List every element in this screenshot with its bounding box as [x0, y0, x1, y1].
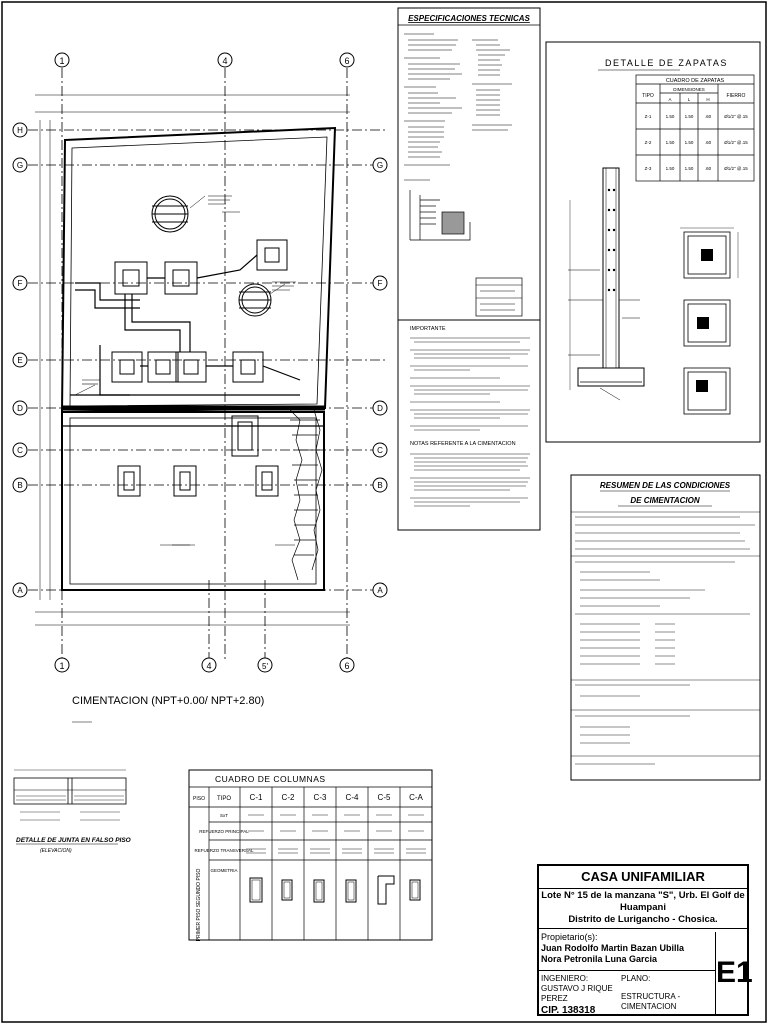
grid-number: 6 [344, 661, 349, 671]
column-type: C-2 [282, 793, 295, 802]
column-row-label: SxT [220, 813, 228, 818]
specs-title: ESPECIFICACIONES TECNICAS [408, 14, 530, 23]
grid-number: 1 [59, 661, 64, 671]
grid-letter: C [377, 446, 383, 455]
columnas-side-label: PRIMER PISO SEGUNDO PISO [196, 868, 202, 941]
grid-number: 5' [262, 662, 268, 671]
grid-number: 4 [206, 661, 211, 671]
zapata-l: 1.50 [685, 166, 694, 171]
resumen-title: DE CIMENTACION [630, 496, 699, 505]
owner-name: Juan Rodolfo Martin Bazan Ubilla [541, 943, 685, 953]
junta-title: DETALLE DE JUNTA EN FALSO PISO [16, 837, 131, 844]
grid-number: 4 [222, 56, 227, 66]
owner-name: Nora Petronila Luna Garcia [541, 954, 658, 964]
project-title: CASA UNIFAMILIAR [539, 866, 747, 889]
zapatas-title: DETALLE DE ZAPATAS [605, 58, 728, 68]
sheet-number: E1 [715, 932, 753, 1014]
zapata-tipo: Z-1 [645, 114, 652, 119]
resumen-title: RESUMEN DE LAS CONDICIONES [600, 481, 731, 490]
grid-letter: G [17, 161, 23, 170]
zapata-h: .60 [705, 140, 712, 145]
plan-title: CIMENTACION (NPT+0.00/ NPT+2.80) [72, 695, 264, 707]
junta-subtitle: (ELEVACION) [40, 848, 72, 854]
notes-panel: IMPORTANTE NOTAS REFERENTE A LA CIMENTAC… [397, 319, 541, 531]
column-type: C-5 [378, 793, 391, 802]
address-line-2: Distrito de Lurigancho - Chosica. [568, 914, 718, 925]
grid-letter: H [17, 126, 23, 135]
column-type: C-A [409, 793, 423, 802]
grid-letter: F [378, 279, 383, 288]
specs-panel: ESPECIFICACIONES TECNICAS [397, 7, 541, 321]
grid-letter: B [17, 481, 22, 490]
plan-label: PLANO: [621, 974, 651, 983]
column-row-label: REFUERZO TRANSVERSAL [195, 848, 254, 853]
grid-letter: C [17, 446, 23, 455]
zapata-l: 1.50 [685, 140, 694, 145]
zapatas-subcol: H [706, 97, 709, 102]
grid-letter: D [377, 404, 383, 413]
grid-letter: B [377, 481, 382, 490]
project-address: Lote N° 15 de la manzana "S", Urb. El Go… [539, 890, 747, 926]
zapata-fierro: Ø1/2" @.15 [724, 140, 748, 145]
grid-letter: A [377, 586, 383, 595]
divider [539, 970, 715, 971]
owners-label: Propietario(s): [541, 932, 598, 942]
zapata-tipo: Z-2 [645, 140, 652, 145]
zapatas-col-dim: DIMENSIONES [673, 87, 705, 92]
engineer-cip: CIP. 138318 [541, 1005, 596, 1016]
zapata-fierro: Ø1/2" @.15 [724, 166, 748, 171]
zapatas-col-fierro: FIERRO [727, 93, 746, 99]
engineer-block: INGENIERO: GUSTAVO J RIQUE PEREZ CIP. 13… [541, 974, 619, 1018]
column-row-label: REFUERZO PRINCIPAL [199, 829, 249, 834]
grid-letter: E [17, 356, 22, 365]
zapata-h: .60 [705, 166, 712, 171]
title-block: CASA UNIFAMILIAR Lote N° 15 de la manzan… [537, 864, 753, 1018]
column-row-label: GEOMETRIA [210, 868, 237, 873]
zapata-h: .60 [705, 114, 712, 119]
columnas-tipo: TIPO [217, 796, 231, 802]
columnas-table: CUADRO DE COLUMNAS PISO TIPO C-1 C-2 C-3… [188, 769, 433, 941]
zapata-l: 1.50 [685, 114, 694, 119]
zapatas-subcol: L [688, 97, 691, 102]
column-type: C-1 [250, 793, 263, 802]
grid-number: 1 [59, 56, 64, 66]
grid-number: 6 [344, 56, 349, 66]
divider [539, 928, 747, 929]
foundation-plan: 1 4 6 1 4 5' 6 H G F E D C B A G F D C B… [12, 52, 388, 673]
zapata-a: 1.50 [666, 140, 675, 145]
engineer-name: GUSTAVO J RIQUE PEREZ [541, 984, 613, 1003]
zapatas-col-tipo: TIPO [642, 93, 654, 99]
zapatas-subcol: A [668, 97, 671, 102]
junta-detail: DETALLE DE JUNTA EN FALSO PISO (ELEVACIO… [13, 769, 131, 854]
plan-block: PLANO: ESTRUCTURA - CIMENTACION [621, 974, 717, 1012]
zapata-fierro: Ø1/2" @.15 [724, 114, 748, 119]
column-type: C-4 [346, 793, 359, 802]
owners: Propietario(s): Juan Rodolfo Martin Baza… [541, 932, 711, 965]
zapata-a: 1.50 [666, 114, 675, 119]
zapatas-panel: DETALLE DE ZAPATAS CUADRO DE ZAPATAS TIP… [545, 41, 761, 443]
address-line-1: Lote N° 15 de la manzana "S", Urb. El Go… [541, 890, 745, 913]
notes-title-importante: IMPORTANTE [410, 326, 446, 332]
grid-letter: F [18, 279, 23, 288]
grid-letter: G [377, 161, 383, 170]
zapata-a: 1.50 [666, 166, 675, 171]
zapatas-table-title: CUADRO DE ZAPATAS [666, 78, 725, 84]
plan-name: ESTRUCTURA - CIMENTACION [621, 992, 681, 1011]
resumen-panel: RESUMEN DE LAS CONDICIONES DE CIMENTACIO… [570, 474, 761, 781]
grid-letter: A [17, 586, 23, 595]
zapata-tipo: Z-3 [645, 166, 652, 171]
column-type: C-3 [314, 793, 327, 802]
grid-letter: D [17, 404, 23, 413]
notes-title-cimentacion: NOTAS REFERENTE A LA CIMENTACION [410, 441, 516, 447]
engineer-label: INGENIERO: [541, 974, 589, 983]
columnas-title: CUADRO DE COLUMNAS [215, 774, 326, 784]
columnas-piso: PISO [193, 796, 205, 802]
